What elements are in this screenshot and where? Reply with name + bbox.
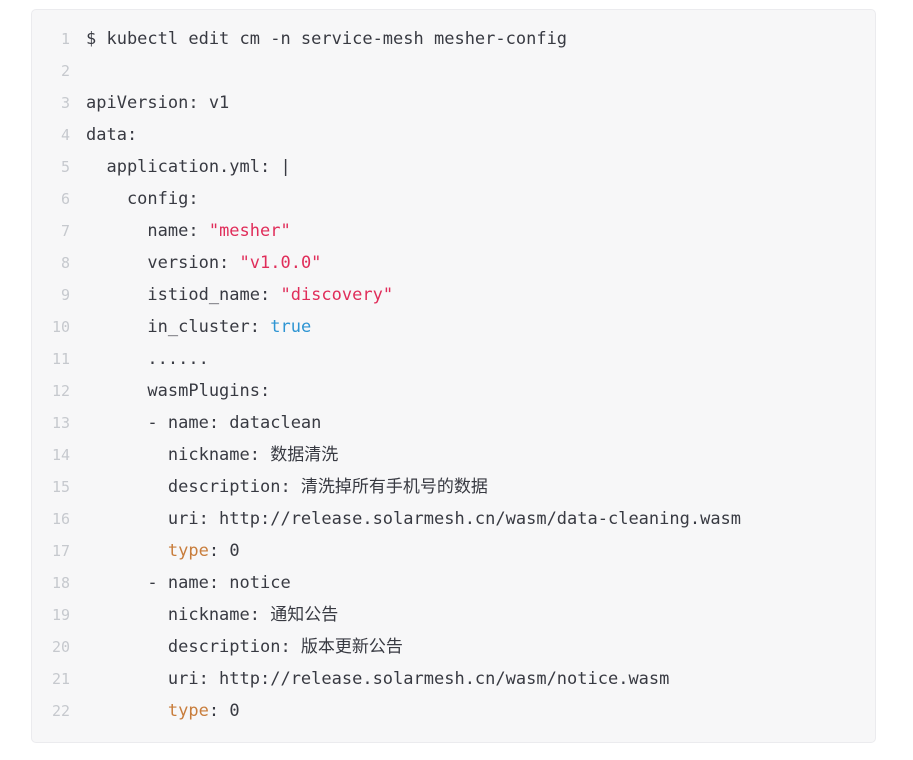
code-segment-default: apiVersion: v1 <box>86 93 230 113</box>
line-number: 11 <box>51 350 70 368</box>
code-line: 20 description: 版本更新公告 <box>32 631 875 663</box>
code-segment-default: description: 清洗掉所有手机号的数据 <box>86 477 488 497</box>
code-text: version: "v1.0.0" <box>86 247 321 279</box>
line-number: 8 <box>60 254 70 272</box>
code-text: wasmPlugins: <box>86 375 270 407</box>
code-segment-string: "v1.0.0" <box>239 253 322 273</box>
code-line: 7 name: "mesher" <box>32 215 875 247</box>
code-line: 5 application.yml: | <box>32 151 875 183</box>
line-number: 17 <box>51 542 70 560</box>
code-text: nickname: 数据清洗 <box>86 439 338 471</box>
code-segment-keyword: type <box>167 701 209 721</box>
code-line: 6 config: <box>32 183 875 215</box>
code-text: type: 0 <box>86 535 240 567</box>
code-segment-default: istiod_name: <box>86 285 281 305</box>
code-text: description: 版本更新公告 <box>86 631 403 663</box>
line-number: 1 <box>60 30 70 48</box>
code-text: apiVersion: v1 <box>86 87 229 119</box>
code-segment-default: nickname: 通知公告 <box>86 605 339 625</box>
code-segment-default: config: <box>86 189 199 209</box>
code-line: 14 nickname: 数据清洗 <box>32 439 875 471</box>
code-segment-default: : 0 <box>208 541 240 561</box>
code-segment-boolean: true <box>270 317 312 337</box>
code-segment-keyword: type <box>167 541 209 561</box>
code-text: description: 清洗掉所有手机号的数据 <box>86 471 488 503</box>
code-segment-default <box>86 701 168 721</box>
code-line: 21 uri: http://release.solarmesh.cn/wasm… <box>32 663 875 695</box>
line-number: 21 <box>51 670 70 688</box>
code-segment-default: $ kubectl edit cm -n service-mesh mesher… <box>86 29 568 49</box>
code-text: in_cluster: true <box>86 311 311 343</box>
line-number: 13 <box>51 414 70 432</box>
line-number: 3 <box>60 94 70 112</box>
line-number: 7 <box>60 222 70 240</box>
code-line: 8 version: "v1.0.0" <box>32 247 875 279</box>
line-number: 20 <box>51 638 70 656</box>
code-segment-string: "discovery" <box>280 285 394 305</box>
code-line: 9 istiod_name: "discovery" <box>32 279 875 311</box>
code-line: 19 nickname: 通知公告 <box>32 599 875 631</box>
code-text: - name: notice <box>86 567 291 599</box>
line-number: 22 <box>51 702 70 720</box>
code-text: ...... <box>86 343 209 375</box>
code-segment-default: name: <box>86 221 209 241</box>
code-segment-default: - name: notice <box>86 573 291 593</box>
code-segment-default: - name: dataclean <box>86 413 322 433</box>
code-line: 18 - name: notice <box>32 567 875 599</box>
code-line: 2 <box>32 55 875 87</box>
code-text: - name: dataclean <box>86 407 321 439</box>
code-line: 1 $ kubectl edit cm -n service-mesh mesh… <box>32 23 875 55</box>
code-segment-default <box>86 541 168 561</box>
code-text: data: <box>86 119 137 151</box>
line-number: 9 <box>60 286 70 304</box>
code-text: nickname: 通知公告 <box>86 599 338 631</box>
code-text: istiod_name: "discovery" <box>86 279 393 311</box>
code-text: $ kubectl edit cm -n service-mesh mesher… <box>86 23 567 55</box>
code-segment-default: application.yml: | <box>86 157 291 177</box>
code-segment-default: : 0 <box>208 701 240 721</box>
code-block: 1 $ kubectl edit cm -n service-mesh mesh… <box>31 9 876 743</box>
code-line: 15 description: 清洗掉所有手机号的数据 <box>32 471 875 503</box>
line-number: 15 <box>51 478 70 496</box>
code-line: 12 wasmPlugins: <box>32 375 875 407</box>
code-text: uri: http://release.solarmesh.cn/wasm/no… <box>86 663 670 695</box>
code-text: config: <box>86 183 199 215</box>
code-text: application.yml: | <box>86 151 291 183</box>
code-segment-default: in_cluster: <box>86 317 271 337</box>
code-text: type: 0 <box>86 695 240 727</box>
code-line: 22 type: 0 <box>32 695 875 727</box>
code-segment-default: description: 版本更新公告 <box>86 637 403 657</box>
code-segment-default: ...... <box>86 349 209 369</box>
line-number: 16 <box>51 510 70 528</box>
code-segment-default: wasmPlugins: <box>86 381 271 401</box>
line-number: 4 <box>60 126 70 144</box>
code-segment-default: version: <box>86 253 240 273</box>
line-number: 2 <box>60 62 70 80</box>
code-text: name: "mesher" <box>86 215 291 247</box>
code-segment-string: "mesher" <box>208 221 291 241</box>
code-line: 16 uri: http://release.solarmesh.cn/wasm… <box>32 503 875 535</box>
line-number: 6 <box>60 190 70 208</box>
code-text: uri: http://release.solarmesh.cn/wasm/da… <box>86 503 741 535</box>
code-segment-default: data: <box>86 125 138 145</box>
code-line: 13 - name: dataclean <box>32 407 875 439</box>
line-number: 5 <box>60 158 70 176</box>
line-number: 19 <box>51 606 70 624</box>
code-line: 10 in_cluster: true <box>32 311 875 343</box>
code-line: 17 type: 0 <box>32 535 875 567</box>
code-line: 4 data: <box>32 119 875 151</box>
line-number: 18 <box>51 574 70 592</box>
code-line: 11 ...... <box>32 343 875 375</box>
code-segment-default: uri: http://release.solarmesh.cn/wasm/no… <box>86 669 670 689</box>
code-line: 3 apiVersion: v1 <box>32 87 875 119</box>
code-segment-default: uri: http://release.solarmesh.cn/wasm/da… <box>86 509 742 529</box>
line-number: 14 <box>51 446 70 464</box>
line-number: 12 <box>51 382 70 400</box>
line-number: 10 <box>51 318 70 336</box>
code-segment-default: nickname: 数据清洗 <box>86 445 339 465</box>
